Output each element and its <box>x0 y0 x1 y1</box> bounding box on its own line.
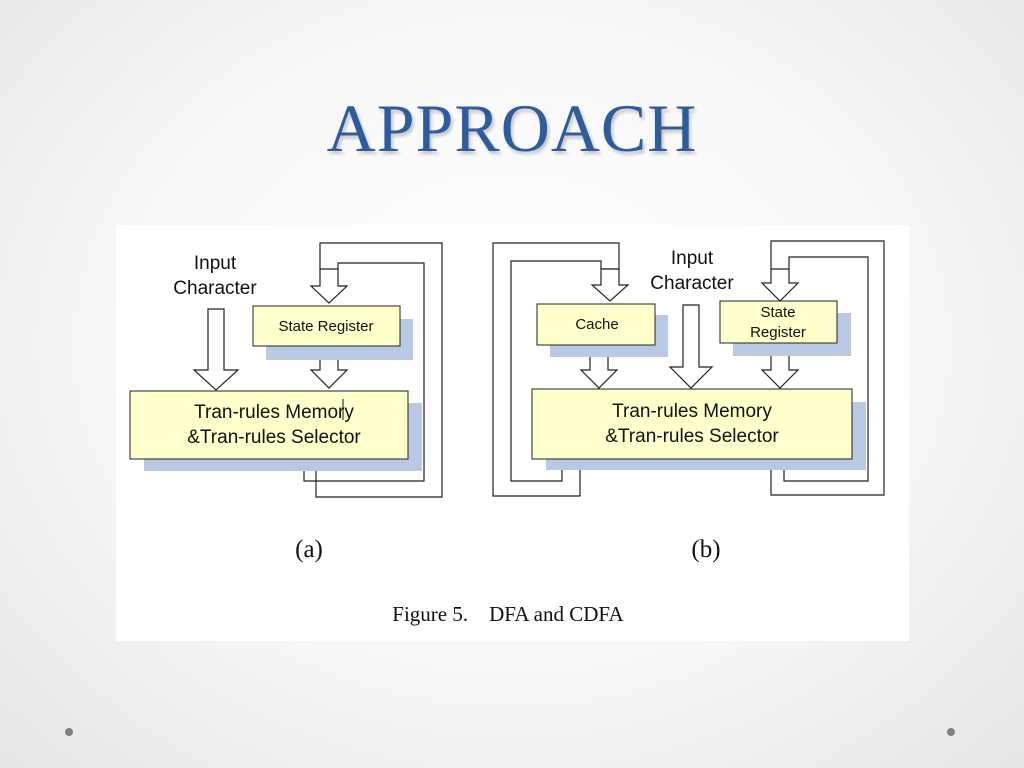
state-label-b-2: Register <box>750 324 806 341</box>
input-label-b-2: Character <box>650 273 734 294</box>
state-in-arrow-b <box>760 268 800 302</box>
caption-b: (b) <box>691 536 720 563</box>
input-arrow-a <box>192 308 240 391</box>
cache-box-b <box>536 303 656 346</box>
input-label-b-1: Input <box>671 248 714 269</box>
state-register-label-a: State Register <box>278 318 373 335</box>
corner-bullet-right <box>947 728 955 736</box>
memory-label-a-1: Tran-rules Memory <box>194 402 354 423</box>
figure-panel: State Register Tran-rules Memory &Tran-r… <box>116 225 909 641</box>
input-label-a-2: Character <box>173 278 257 299</box>
memory-box-a <box>129 390 409 460</box>
slide-title: APPROACH <box>326 90 698 166</box>
state-register-box-a <box>252 305 401 347</box>
state-register-box-b <box>719 300 838 344</box>
memory-box-b <box>531 388 853 460</box>
memory-label-b-2: &Tran-rules Selector <box>605 426 779 447</box>
state-label-b-1: State <box>760 304 795 321</box>
figure-caption: Figure 5. DFA and CDFA <box>392 602 624 626</box>
corner-bullet-left <box>65 728 73 736</box>
memory-label-a-2: &Tran-rules Selector <box>187 427 361 448</box>
memory-label-b-1: Tran-rules Memory <box>612 401 772 422</box>
state-in-arrow-a <box>309 268 349 304</box>
cache-label-b: Cache <box>575 316 618 333</box>
input-label-a-1: Input <box>194 253 237 274</box>
dfa-cdfa-diagram: State Register Tran-rules Memory &Tran-r… <box>129 240 885 626</box>
cache-in-arrow-b <box>590 268 630 302</box>
diagram-b: Cache State Register Tran-rules Memory &… <box>492 240 885 563</box>
diagram-a: State Register Tran-rules Memory &Tran-r… <box>129 242 443 563</box>
input-arrow-b <box>668 304 714 389</box>
caption-a: (a) <box>295 536 323 563</box>
